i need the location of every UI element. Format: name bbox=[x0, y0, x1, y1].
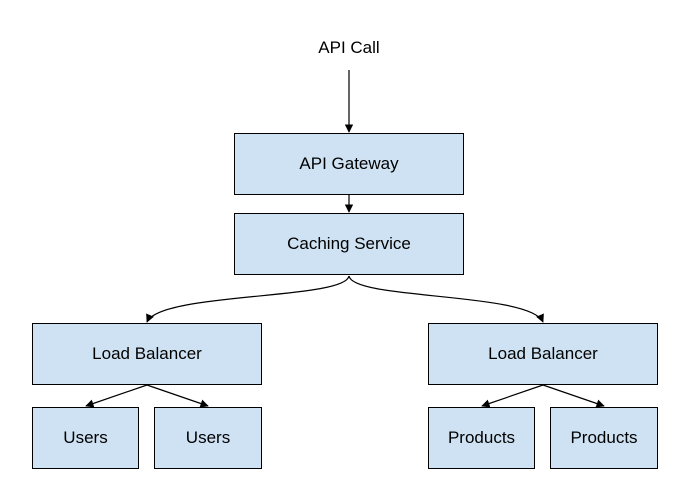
users-label-2: Users bbox=[185, 428, 231, 447]
api-call-label: API Call bbox=[318, 38, 380, 57]
arrow-lb-right-to-products-2 bbox=[542, 384, 605, 408]
load-balancer-right-label: Load Balancer bbox=[488, 344, 598, 363]
users-label-1: Users bbox=[63, 428, 108, 447]
arrow-lb-left-to-users-2 bbox=[146, 384, 209, 408]
products-label-1: Products bbox=[447, 428, 516, 447]
caching-service-label: Caching Service bbox=[287, 234, 411, 253]
products-node-2: Products bbox=[550, 407, 658, 469]
api-gateway-node: API Gateway bbox=[234, 133, 464, 195]
arrow-cache-to-lb-right bbox=[348, 275, 544, 323]
arrow-cache-to-lb-left bbox=[146, 275, 350, 323]
load-balancer-left-node: Load Balancer bbox=[32, 323, 262, 385]
load-balancer-right-node: Load Balancer bbox=[428, 323, 658, 385]
arrow-lb-right-to-products-1 bbox=[481, 384, 544, 408]
users-node-2: Users bbox=[154, 407, 262, 469]
caching-service-node: Caching Service bbox=[234, 213, 464, 275]
api-gateway-label: API Gateway bbox=[299, 154, 399, 173]
users-node-1: Users bbox=[32, 407, 139, 469]
arrow-lb-left-to-users-1 bbox=[85, 384, 148, 408]
load-balancer-left-label: Load Balancer bbox=[92, 344, 202, 363]
products-label-2: Products bbox=[570, 428, 638, 447]
products-node-1: Products bbox=[428, 407, 535, 469]
